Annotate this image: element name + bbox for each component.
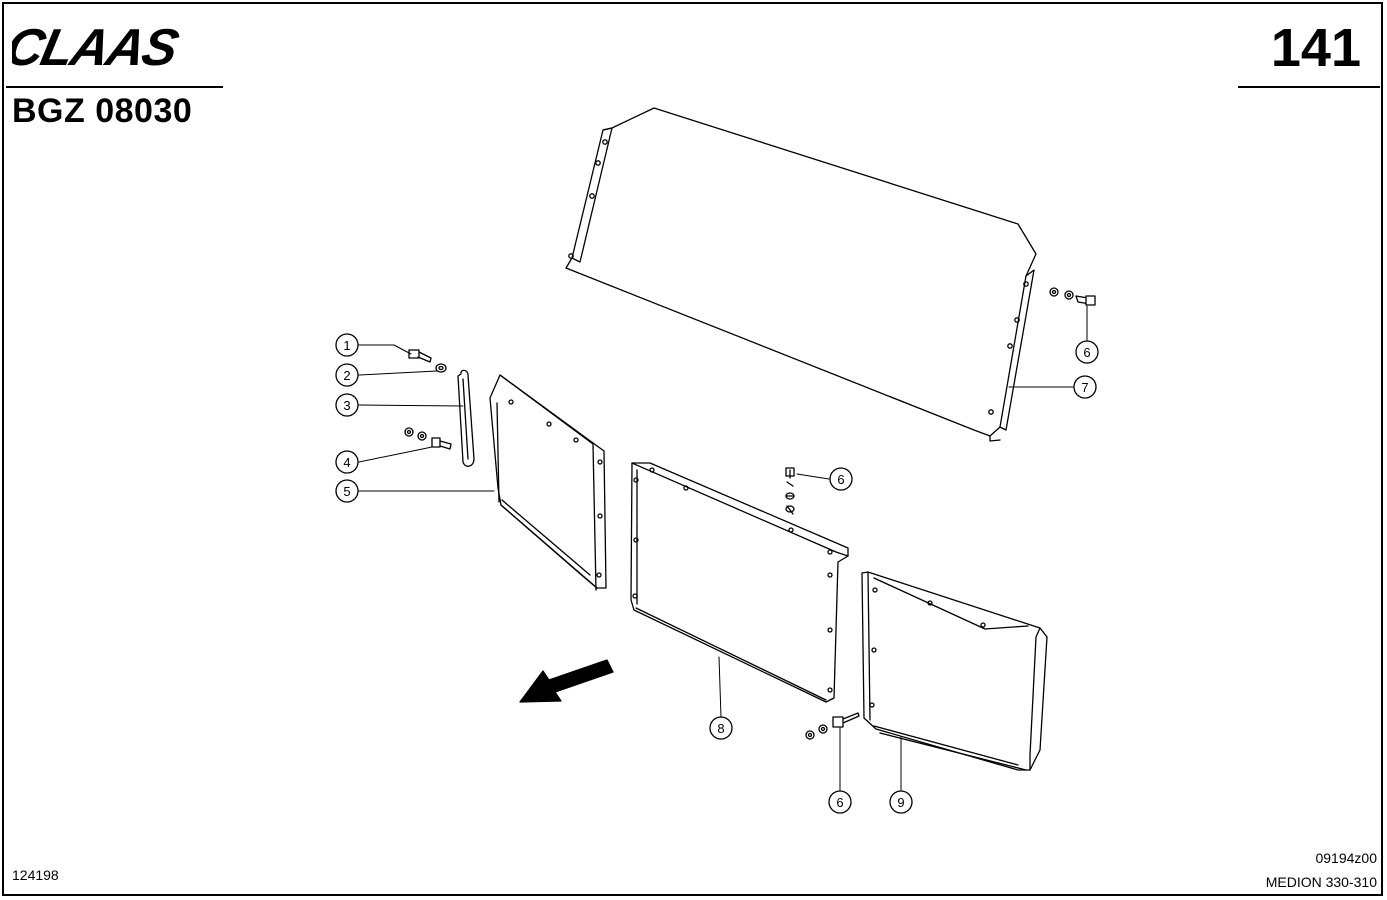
page-number: 141 <box>1270 18 1361 78</box>
footer-left-code: 124198 <box>12 867 59 883</box>
document-id: BGZ 08030 <box>12 92 193 130</box>
footer-drawing-code: 09194z00 <box>1315 850 1377 866</box>
svg-text:CLAAS: CLAAS <box>12 22 184 72</box>
header-rule-right <box>1238 86 1380 88</box>
footer-model: MEDION 330-310 <box>1265 874 1377 890</box>
header-rule-left <box>6 86 223 88</box>
brand-logo: CLAAS <box>12 22 237 72</box>
